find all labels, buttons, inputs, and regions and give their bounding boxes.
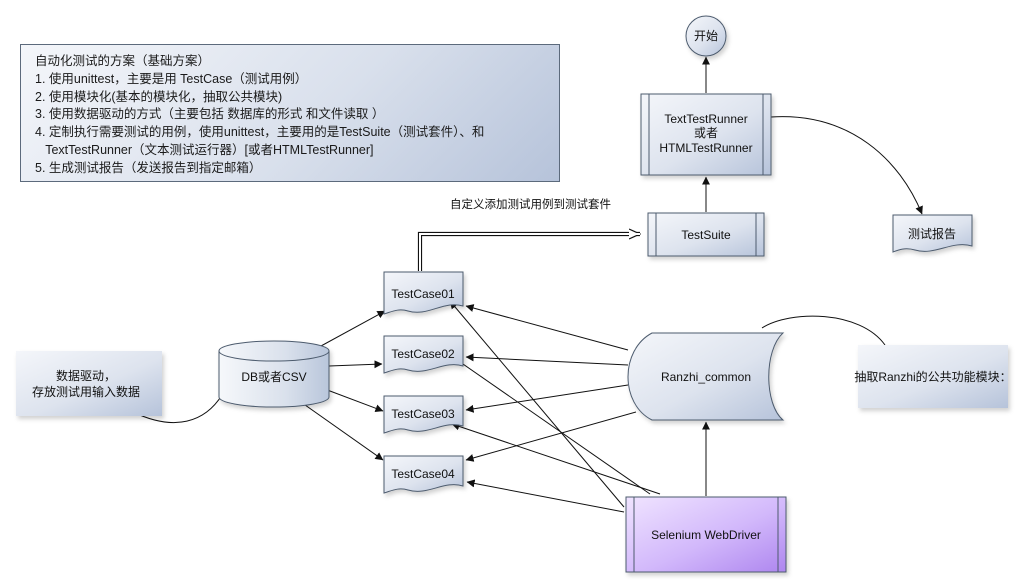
connectors — [132, 56, 923, 513]
data-driven-node: 数据驱动， 存放测试用输入数据 — [16, 351, 162, 416]
solution-note: 自动化测试的方案（基础方案） 1. 使用unittest，主要是用 TestCa… — [20, 44, 560, 182]
common-label: Ranzhi_common — [661, 370, 751, 384]
curve-common-note — [761, 315, 886, 346]
arrow-common-to-case03 — [465, 384, 629, 413]
runner-label-3: HTMLTestRunner — [659, 141, 752, 155]
data-driven-label-2: 存放测试用输入数据 — [32, 384, 140, 399]
custom-suite-label: 自定义添加测试用例到测试套件 — [450, 197, 611, 211]
testcase-02-label: TestCase02 — [391, 347, 455, 361]
runner-label-2: 或者 — [694, 126, 718, 140]
runner-node: TextTestRunner 或者 HTMLTestRunner — [640, 93, 772, 176]
common-note-node: 抽取Ranzhi的公共功能模块： — [854, 345, 1012, 408]
arrow-db-to-case03 — [321, 387, 384, 413]
common-note-label: 抽取Ranzhi的公共功能模块： — [854, 369, 1011, 384]
suite-label: TestSuite — [681, 228, 731, 242]
report-node: 测试报告 — [892, 214, 973, 253]
note-line-2: 2. 使用模块化(基本的模块化，抽取公共模块) — [35, 89, 283, 104]
arrow-common-to-case04 — [465, 411, 637, 462]
note-line-1: 1. 使用unittest，主要是用 TestCase（测试用例） — [35, 71, 308, 86]
arrow-db-to-case02 — [328, 360, 383, 369]
arrow-webdriver-to-case03 — [451, 422, 661, 495]
testcase-01: TestCase01 — [383, 271, 464, 315]
note-title: 自动化测试的方案（基础方案） — [35, 54, 211, 68]
testcase-03-label: TestCase03 — [391, 407, 455, 421]
double-arrow-case01-to-suite — [417, 234, 640, 271]
testcase-01-label: TestCase01 — [391, 287, 455, 301]
note-line-4: 4. 定制执行需要测试的用例，使用unittest，主要用的是TestSuite… — [35, 125, 485, 140]
note-line-5: TextTestRunner（文本测试运行器）[或者HTMLTestRunner… — [35, 142, 374, 157]
start-node: 开始 — [685, 15, 727, 57]
webdriver-label: Selenium WebDriver — [651, 528, 761, 542]
testcase-04-label: TestCase04 — [391, 467, 455, 481]
arrow-webdriver-to-case04 — [466, 479, 625, 513]
db-label: DB或者CSV — [241, 370, 306, 384]
testcase-02: TestCase02 — [383, 335, 464, 374]
note-line-6: 5. 生成测试报告（发送报告到指定邮箱） — [35, 160, 262, 175]
arrow-common-to-case02 — [465, 353, 629, 366]
webdriver-node: Selenium WebDriver — [625, 496, 787, 573]
arrow-webdriver-to-case01 — [449, 300, 625, 508]
db-node: DB或者CSV — [218, 340, 330, 408]
suite-node: TestSuite — [647, 212, 765, 257]
arrow-db-to-case01 — [309, 310, 386, 353]
data-driven-label-1: 数据驱动， — [56, 368, 116, 383]
testcase-03: TestCase03 — [383, 395, 464, 434]
arrow-common-to-case01 — [465, 304, 629, 351]
start-label: 开始 — [694, 29, 718, 43]
report-label: 测试报告 — [908, 226, 956, 241]
note-line-3: 3. 使用数据驱动的方式（主要包括 数据库的形式 和文件读取 ） — [35, 107, 385, 122]
common-node: Ranzhi_common — [627, 332, 785, 421]
runner-label-1: TextTestRunner — [664, 112, 747, 126]
testcase-04: TestCase04 — [383, 455, 464, 494]
curve-note-to-db — [132, 394, 223, 424]
arrow-webdriver-to-case02 — [449, 354, 651, 495]
arrow-runner-to-report — [770, 116, 923, 215]
arrow-db-to-case04 — [297, 399, 384, 461]
